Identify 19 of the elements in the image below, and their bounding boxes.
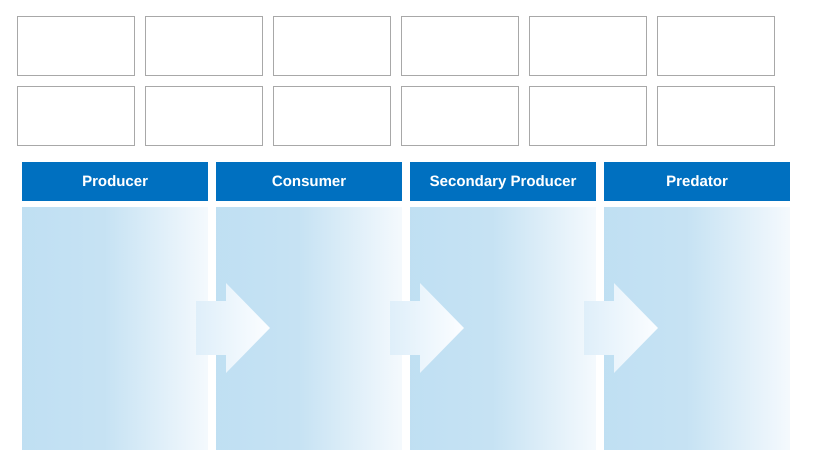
empty-box <box>657 16 775 76</box>
empty-box <box>529 86 647 146</box>
empty-box <box>401 16 519 76</box>
block-arrow <box>584 283 658 373</box>
column-header: Secondary Producer <box>410 162 596 201</box>
column-header: Predator <box>604 162 790 201</box>
empty-box <box>17 16 135 76</box>
empty-box <box>145 86 263 146</box>
empty-box <box>145 16 263 76</box>
empty-box <box>529 16 647 76</box>
block-arrow <box>196 283 270 373</box>
empty-box <box>657 86 775 146</box>
column-header: Consumer <box>216 162 402 201</box>
empty-box <box>401 86 519 146</box>
empty-box <box>273 16 391 76</box>
column-header: Producer <box>22 162 208 201</box>
block-arrow <box>390 283 464 373</box>
empty-box <box>17 86 135 146</box>
empty-box <box>273 86 391 146</box>
